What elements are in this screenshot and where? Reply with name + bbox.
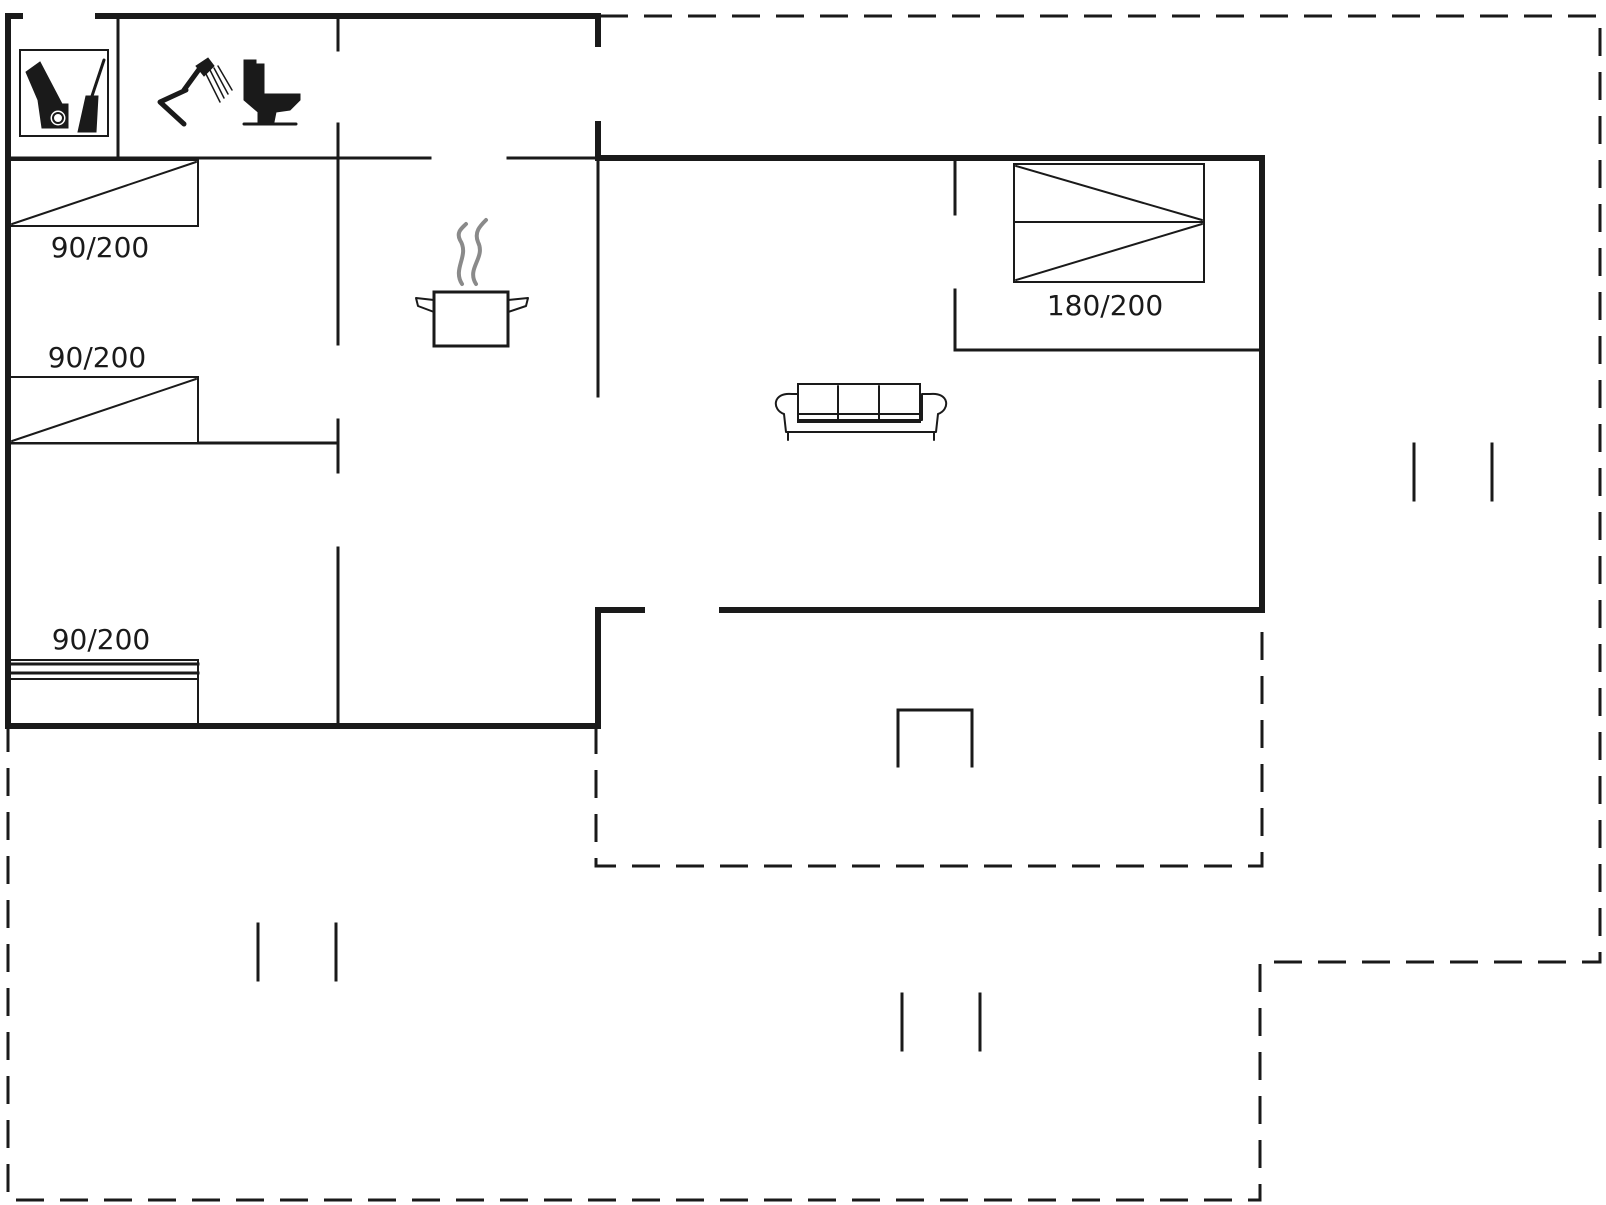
terrace-outline	[6, 14, 1602, 1202]
bed-3: 90/200	[8, 623, 200, 725]
cooking-pot-icon	[415, 218, 529, 348]
toilet-icon	[242, 59, 301, 126]
shower-icon	[157, 57, 233, 127]
exterior-walls	[5, 13, 1265, 729]
interior-walls	[6, 14, 1264, 728]
bed-2: 90/200	[9, 341, 199, 444]
washing-machine-and-broom-icon	[19, 49, 109, 137]
outdoor-table	[896, 708, 974, 768]
bed-4-double: 180/200	[1013, 163, 1205, 322]
bed-3-label: 90/200	[52, 623, 151, 656]
bed-4-label: 180/200	[1047, 289, 1163, 322]
terrace-posts	[256, 442, 1494, 1052]
bed-1-label: 90/200	[51, 231, 150, 264]
bed-2-label: 90/200	[48, 341, 147, 374]
sofa-icon	[774, 383, 948, 441]
bed-1: 90/200	[9, 159, 199, 264]
